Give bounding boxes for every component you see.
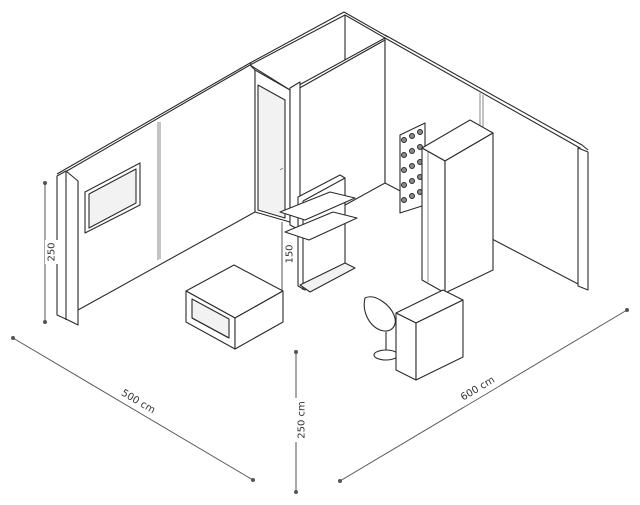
wall-shelf-unit: [399, 122, 426, 214]
dimension-height: 250 cm: [294, 350, 310, 494]
left-end-post: [56, 170, 79, 326]
counter: [395, 289, 464, 381]
cube-table: [185, 264, 284, 350]
dim-label-shelf-height: 150: [285, 244, 296, 263]
storage-door: [257, 84, 286, 219]
tv-screen: [84, 162, 141, 234]
dimension-shelf-height: 150: [281, 222, 297, 290]
dimension-width: 500 cm: [11, 336, 255, 482]
right-end-post: [577, 147, 589, 291]
dim-label-wall-height: 250: [47, 242, 58, 261]
shelf-stand: [279, 174, 358, 293]
dim-label-height: 250 cm: [297, 401, 308, 439]
chair: [363, 296, 399, 361]
dimension-length: 600 cm: [338, 308, 629, 483]
dimension-wall-height: 250: [43, 181, 59, 324]
tall-column: [421, 119, 494, 294]
storage-room: [249, 11, 389, 231]
